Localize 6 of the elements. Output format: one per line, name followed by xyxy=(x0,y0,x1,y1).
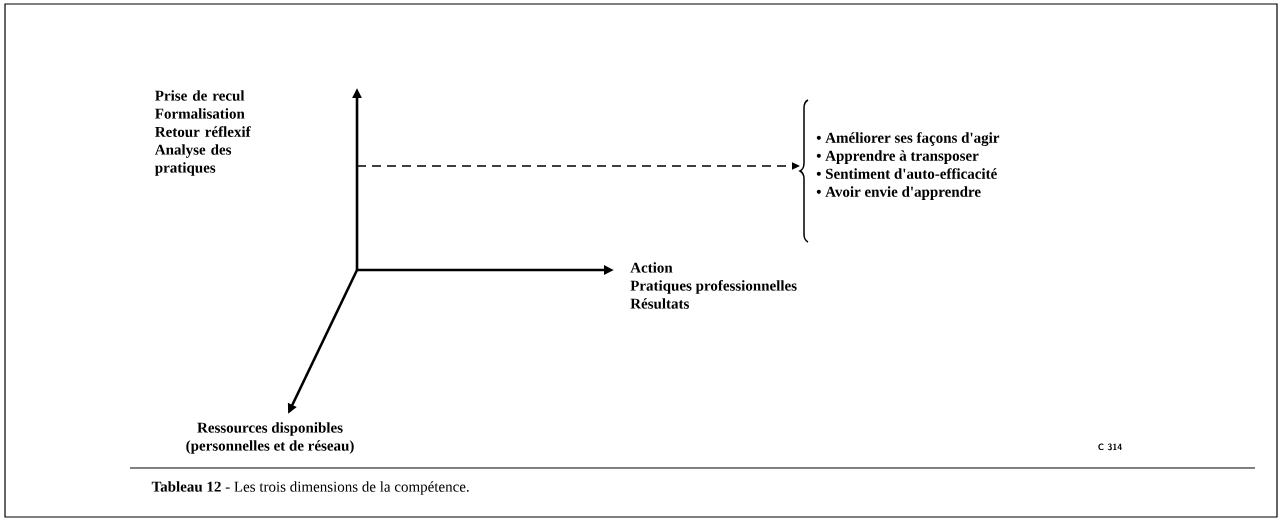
caption: Tableau 12 - Les trois dimensions de la compétence. xyxy=(151,481,469,495)
axis-label: Prise de recul Formalisation Retour réflexif Analyse des pratiques xyxy=(154,90,251,176)
axis-label: • Améliorer ses façons d'agir • Apprendre à transposer • Sentiment d'auto-efficacité • Avoir envie d'apprendre xyxy=(816,132,1000,200)
axis-label: Action Pratiques professionnelles Résultats xyxy=(630,262,797,309)
axis-label: Ressources disponibles (personnelles et de réseau) xyxy=(186,422,354,454)
code-label: C 314 xyxy=(1098,443,1122,451)
